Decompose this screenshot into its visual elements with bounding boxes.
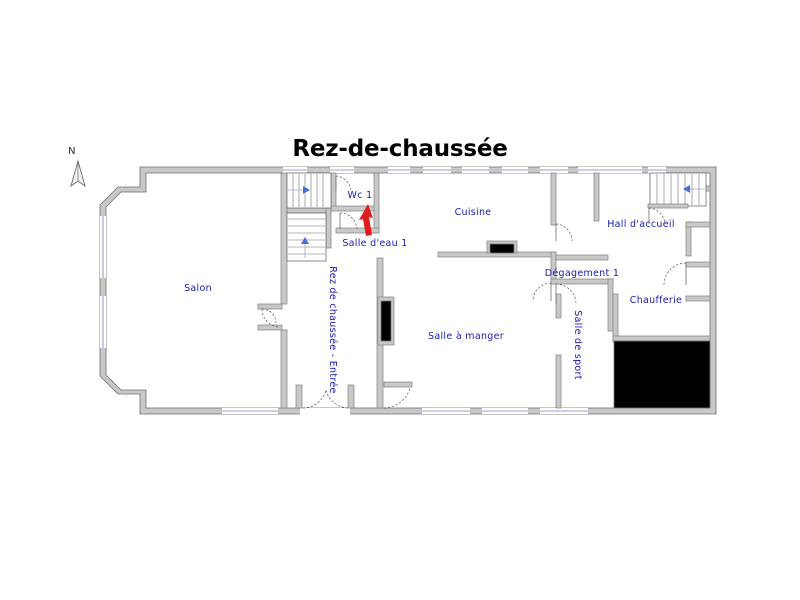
window-openings-bottom [222,408,588,414]
window-openings-bay [100,183,127,397]
window-openings-top [283,167,666,173]
staircase-entry [286,172,332,262]
filled-black-area [613,340,711,409]
north-arrow-icon: N [68,146,86,188]
room-label-salon: Salon [184,283,212,294]
room-label-chaufferie: Chaufferie [630,295,682,306]
room-label-salle-a-manger: Salle à manger [428,331,504,342]
room-labels: Salon Rez de chaussée - Entrée Wc 1 Sall… [184,190,682,394]
room-label-salle-de-sport: Salle de sport [572,310,583,380]
staircase-hall [647,172,707,209]
entrance-gap [300,408,350,415]
door-swings [257,175,687,409]
room-label-hall-accueil: Hall d'accueil [607,219,675,230]
room-label-entree: Rez de chaussée - Entrée [327,266,338,393]
room-label-salle-deau-1: Salle d'eau 1 [342,238,407,249]
room-label-wc1: Wc 1 [348,190,373,201]
red-annotation-arrow [359,204,373,236]
room-label-degagement-1: Dégagement 1 [545,268,619,279]
room-label-cuisine: Cuisine [455,207,492,218]
page-title: Rez-de-chaussée [292,136,508,162]
north-letter-label: N [68,146,75,157]
